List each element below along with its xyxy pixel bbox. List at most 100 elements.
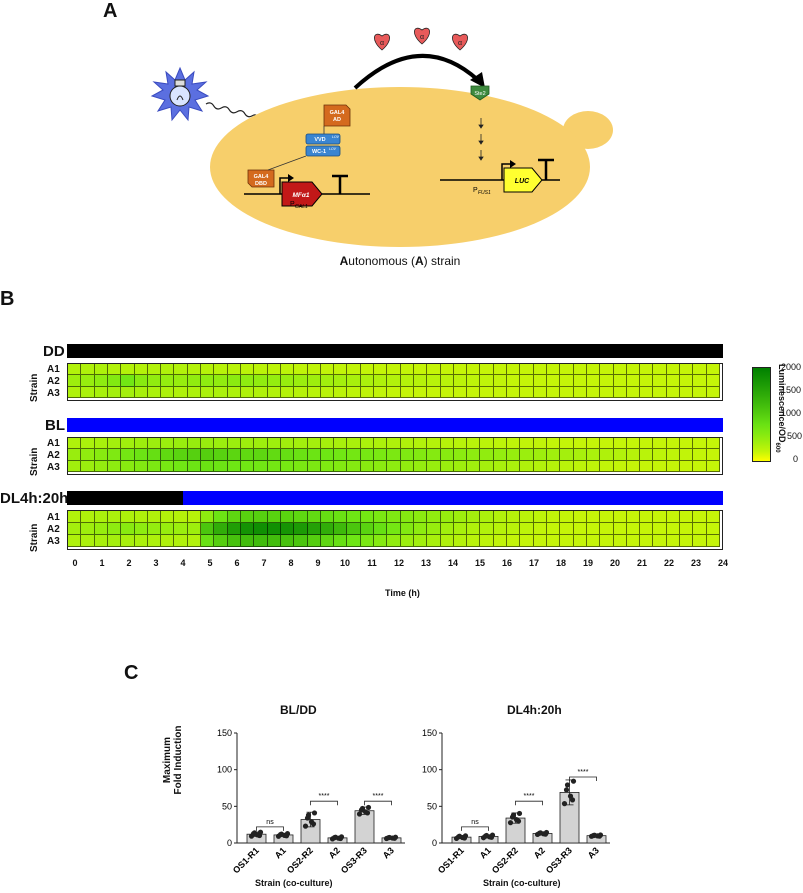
heatmap-cell — [560, 449, 574, 461]
heatmap-cell — [680, 375, 694, 387]
heatmap-cell — [280, 375, 295, 387]
time-tick-label: 18 — [555, 558, 566, 568]
light-ray — [205, 102, 260, 122]
heatmap-cell — [161, 364, 175, 376]
heatmap-cell — [560, 438, 574, 450]
svg-text:DBD: DBD — [255, 181, 267, 187]
heatmap-cell — [294, 438, 308, 450]
heatmap-cell — [121, 460, 135, 472]
heatmap-cell — [600, 523, 614, 535]
heatmap-cell — [161, 523, 175, 535]
heatmap-cell — [600, 364, 614, 376]
heatmap-cell — [440, 535, 454, 547]
heatmap-cell — [161, 449, 175, 461]
heatmap-cell — [94, 364, 108, 376]
heatmap-cell — [507, 523, 521, 535]
heatmap-cell — [201, 364, 215, 376]
y-axis-title: Maximum Fold Induction — [162, 725, 184, 795]
x-category-label: A1 — [478, 845, 493, 860]
time-tick-label: 7 — [261, 558, 267, 568]
heatmap-cell — [693, 375, 707, 387]
heatmap-cell — [693, 364, 707, 376]
heatmap-cell — [680, 460, 694, 472]
x-category-label: OS3-R3 — [339, 845, 369, 875]
x-category-label: A3 — [381, 845, 396, 860]
heatmap-cell — [626, 449, 641, 461]
heatmap-cell — [480, 386, 494, 398]
heatmap-cell — [547, 386, 561, 398]
heatmap-cell — [147, 364, 162, 376]
heatmap-cell — [600, 449, 614, 461]
heatmap-cell — [706, 438, 720, 450]
svg-text:P: P — [473, 187, 478, 194]
heatmap-cell — [107, 460, 122, 472]
heatmap-cell — [227, 511, 241, 523]
heatmap-cell — [467, 386, 481, 398]
x-category-label: OS1-R1 — [436, 845, 466, 875]
heatmap-cell — [121, 364, 135, 376]
heatmap-cell — [174, 460, 188, 472]
gal4-ad-box: GAL4 AD — [323, 104, 351, 127]
heatmap-cell — [493, 375, 508, 387]
heatmap-cell — [334, 364, 348, 376]
heatmap-cell — [227, 364, 241, 376]
heatmap-cell — [453, 375, 468, 387]
data-point — [256, 832, 263, 839]
colorbar-tick-1500: 1500 — [781, 385, 802, 395]
heatmap-cell — [134, 449, 148, 461]
heatmap-cell — [547, 438, 561, 450]
heatmap-cell — [493, 511, 508, 523]
heatmap-cell — [147, 460, 162, 472]
mfa1-gene: MFα1 P GAL1 — [244, 174, 370, 210]
significance-bracket — [256, 826, 284, 831]
heatmap-cell — [347, 364, 361, 376]
heatmap-cell — [294, 535, 308, 547]
heatmap-cell — [94, 523, 108, 535]
heatmap-cell — [680, 511, 694, 523]
heatmap-cell — [174, 375, 188, 387]
heatmap-cell — [400, 535, 414, 547]
heatmap-cell — [613, 386, 627, 398]
heatmap-cell — [254, 511, 268, 523]
svg-text:GAL1: GAL1 — [295, 204, 308, 210]
heatmap-cell — [254, 386, 268, 398]
heatmap-cell — [134, 535, 148, 547]
x-category-label: OS2-R2 — [490, 845, 520, 875]
time-tick-label: 12 — [393, 558, 404, 568]
heatmap-cell — [214, 438, 228, 450]
y-tick-label: 150 — [217, 728, 232, 738]
svg-text:Ste2: Ste2 — [474, 91, 485, 97]
heatmap-cell — [81, 375, 95, 387]
heatmap-cell — [187, 438, 202, 450]
row-label-a1-dl: A1 — [47, 512, 60, 523]
heatmap-cell — [560, 364, 574, 376]
x-category-label: A2 — [532, 845, 547, 860]
heatmap-cell — [360, 364, 375, 376]
colorbar-label: Luminescence/OD600 — [774, 364, 787, 453]
heatmap-cell — [680, 438, 694, 450]
heatmap-cell — [307, 511, 321, 523]
heatmap-cell — [187, 386, 202, 398]
heatmap-cell — [254, 449, 268, 461]
heatmap-cell — [147, 375, 162, 387]
time-tick-label: 11 — [367, 558, 377, 568]
significance-label: **** — [578, 769, 589, 776]
heatmap-cell — [400, 364, 414, 376]
heatmap-cell — [240, 523, 255, 535]
colorbar-tick-1000: 1000 — [781, 408, 802, 418]
heatmap-cell — [107, 523, 122, 535]
heatmap-cell — [706, 523, 720, 535]
alpha-pheromone-1: α — [374, 33, 390, 51]
heatmap-cell — [533, 511, 547, 523]
heatmap-cell — [453, 364, 468, 376]
luc-reporter: LUC P FUS1 — [440, 158, 560, 196]
heatmap-cell — [586, 523, 601, 535]
condition-label-dd: DD — [43, 343, 65, 360]
heatmap-cell — [267, 364, 281, 376]
row-label-a2-bl: A2 — [47, 450, 60, 461]
heatmap-cell — [187, 449, 202, 461]
heatmap-cell — [533, 449, 547, 461]
heatmap-cell — [147, 386, 162, 398]
heatmap-cell — [374, 364, 388, 376]
svg-text:GAL4: GAL4 — [330, 110, 346, 116]
